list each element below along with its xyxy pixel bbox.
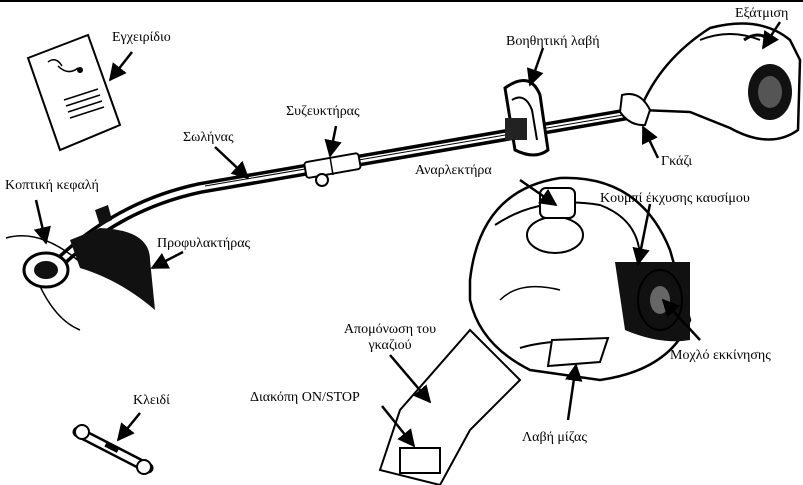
- label-cutting-head: Κοπτική κεφαλή: [5, 178, 99, 194]
- arrow-tube: [215, 147, 248, 178]
- label-exhaust: Εξάτμιση: [735, 6, 788, 22]
- label-throttle: Γκάζι: [661, 154, 692, 170]
- label-coupler: Συζευκτήρας: [286, 104, 360, 120]
- label-throttle-lockout: Απομόνωση του γκαζιού: [330, 322, 450, 354]
- label-aux-handle: Βοηθητική λαβή: [506, 34, 600, 50]
- label-guard: Προφυλακτήρας: [157, 236, 250, 252]
- label-tube: Σωλήνας: [183, 130, 234, 146]
- label-on-stop: Διακόπη ON/STOP: [250, 390, 360, 406]
- wrench-body: [75, 425, 151, 474]
- arrow-throttle: [643, 127, 658, 158]
- label-starter: Μοχλό εκκίνησης: [670, 348, 771, 364]
- label-manual: Εγχειρίδιο: [112, 30, 171, 46]
- engine-top: [620, 24, 800, 140]
- label-wrench: Κλειδί: [133, 393, 170, 409]
- aux-handle-body: [505, 80, 548, 155]
- arrow-coupler: [330, 126, 336, 156]
- arrow-aux-handle: [530, 48, 543, 85]
- coupler-body: [304, 153, 361, 186]
- arrow-manual: [110, 52, 132, 80]
- label-starter-handle: Λαβή μίζας: [522, 430, 587, 446]
- cutting-head-body: [6, 205, 155, 330]
- label-choke: Αναρλεκτήρα: [415, 163, 492, 179]
- manual-booklet: [28, 35, 120, 150]
- arrow-throttle-lockout: [390, 355, 430, 402]
- arrow-cutting-head: [36, 200, 46, 243]
- label-primer: Κουμπί έκχυσης καυσίμου: [600, 191, 750, 207]
- arrow-guard: [152, 252, 183, 268]
- arrow-wrench: [118, 413, 140, 440]
